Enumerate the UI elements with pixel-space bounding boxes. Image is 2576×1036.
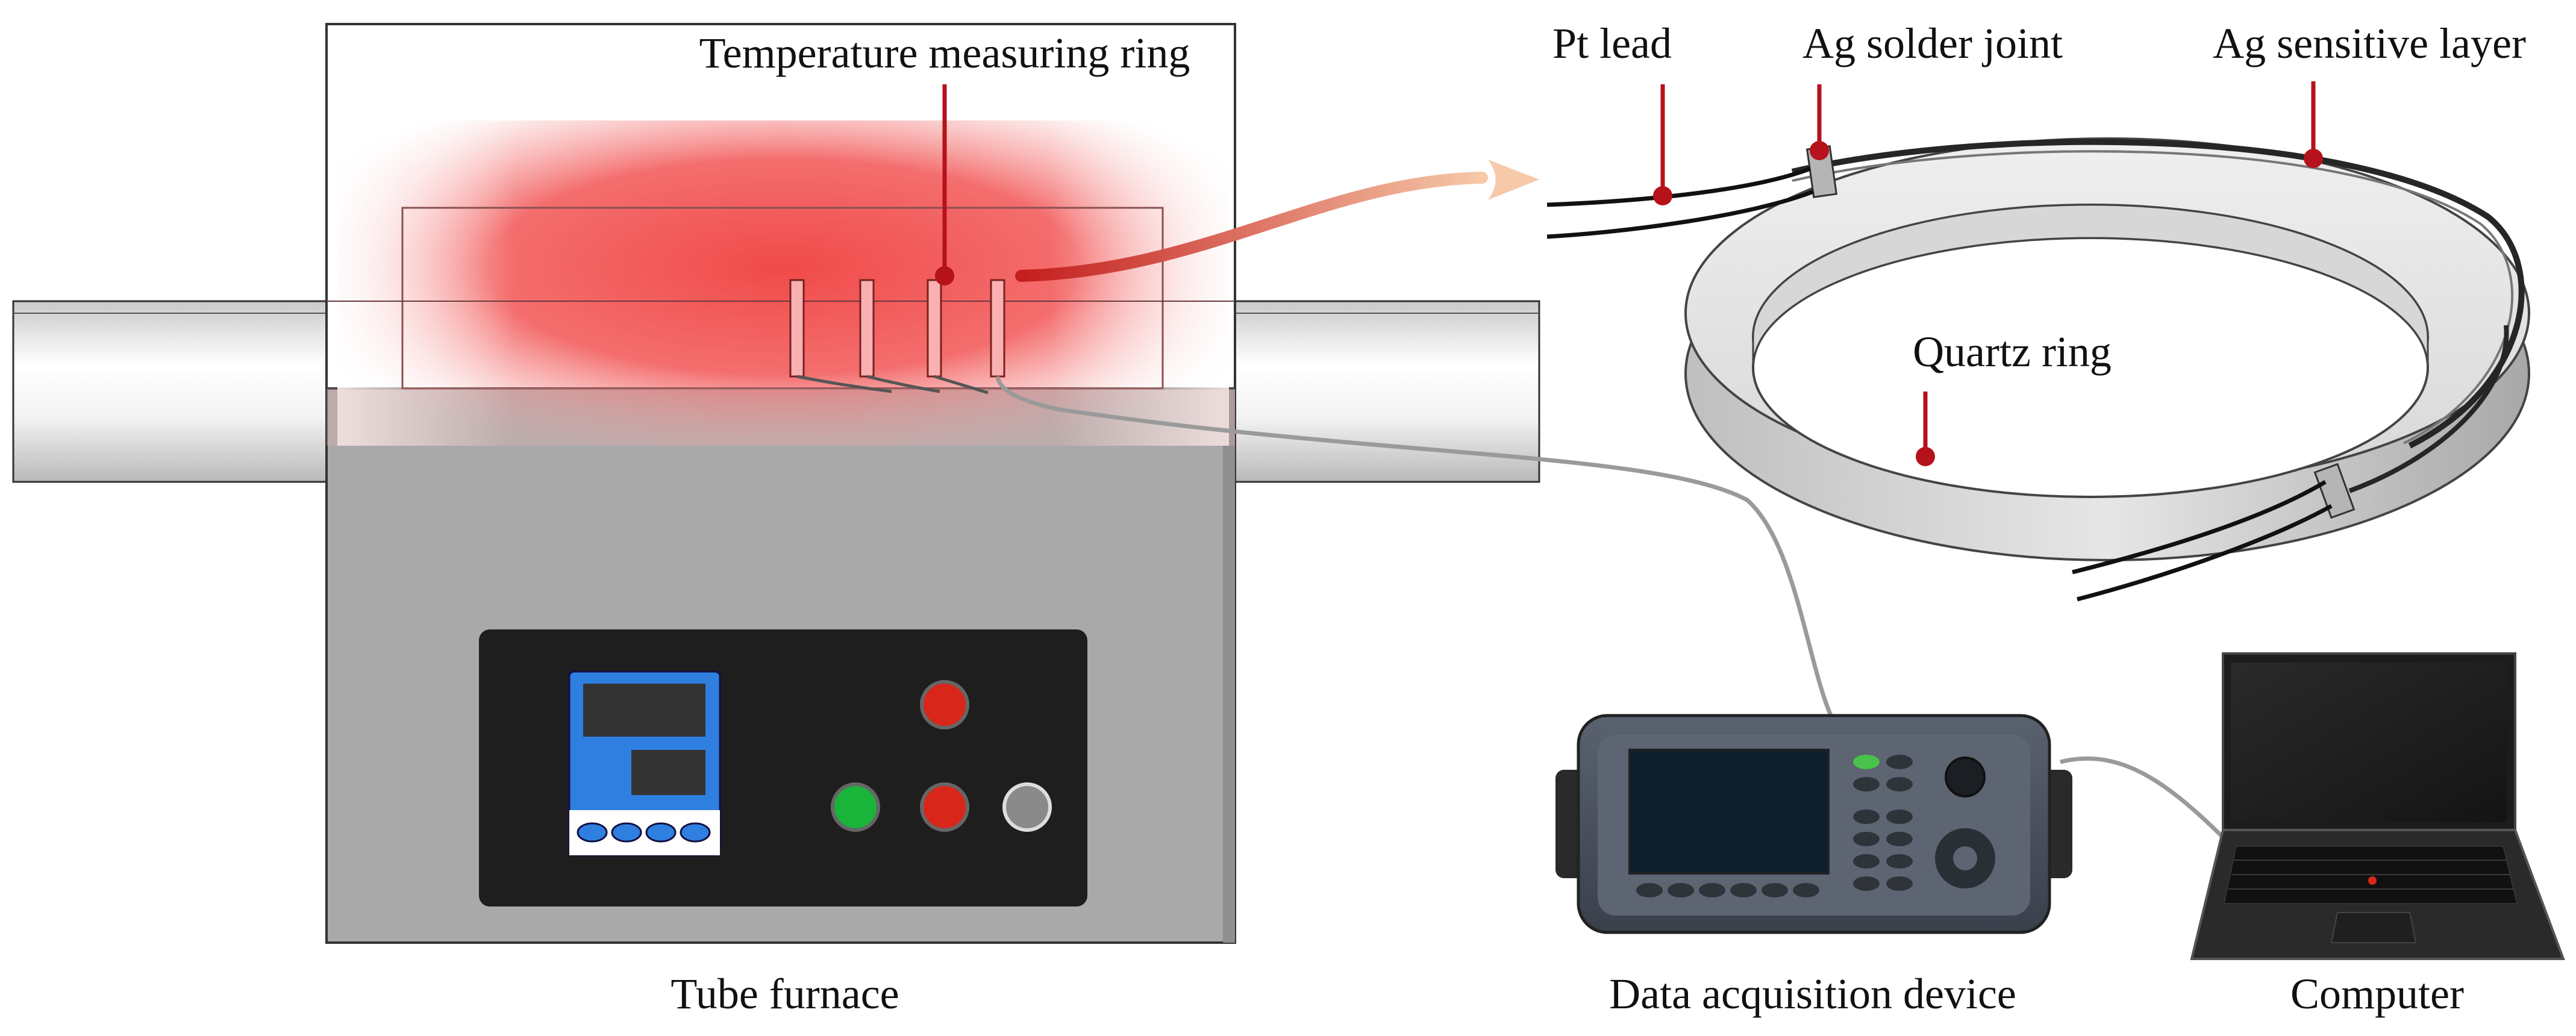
label-ag-solder-joint: Ag solder joint [1802,19,2063,67]
callout-pt-lead [1653,84,1672,205]
tube-furnace [12,23,1540,944]
callout-temperature-ring [935,84,954,286]
callout-ag-solder-joint [1810,84,1829,160]
furnace-red-button-top[interactable] [920,680,969,729]
label-pt-lead: Pt lead [1552,19,1672,67]
furnace-gray-button[interactable] [1002,782,1052,832]
label-temperature-measuring-ring: Temperature measuring ring [699,29,1190,77]
laptop-computer [2190,652,2565,960]
callout-quartz-ring [1916,392,1935,466]
magnify-arrow [1015,160,1539,282]
temperature-measuring-rings [789,279,1005,378]
furnace-green-button[interactable] [831,782,880,832]
quartz-tube-right [1234,300,1540,483]
furnace-red-button[interactable] [920,782,969,832]
callout-ag-sensitive-layer [2304,81,2323,168]
label-data-acquisition-device: Data acquisition device [1609,970,2016,1018]
daq-screen [1628,749,1830,875]
label-ag-sensitive-layer: Ag sensitive layer [2213,19,2526,67]
quartz-ring [1546,137,2530,602]
temperature-controller [568,670,721,857]
label-computer: Computer [2290,970,2464,1018]
quartz-tube-left [12,300,328,483]
ag-solder-joint-bottom [2313,463,2356,519]
label-quartz-ring: Quartz ring [1913,328,2112,376]
signal-cable [796,375,2231,845]
laptop-screen [2231,663,2507,822]
data-acquisition-device [1555,714,2072,934]
label-tube-furnace: Tube furnace [671,970,899,1018]
daq-rotary-knob[interactable] [1945,757,1986,797]
